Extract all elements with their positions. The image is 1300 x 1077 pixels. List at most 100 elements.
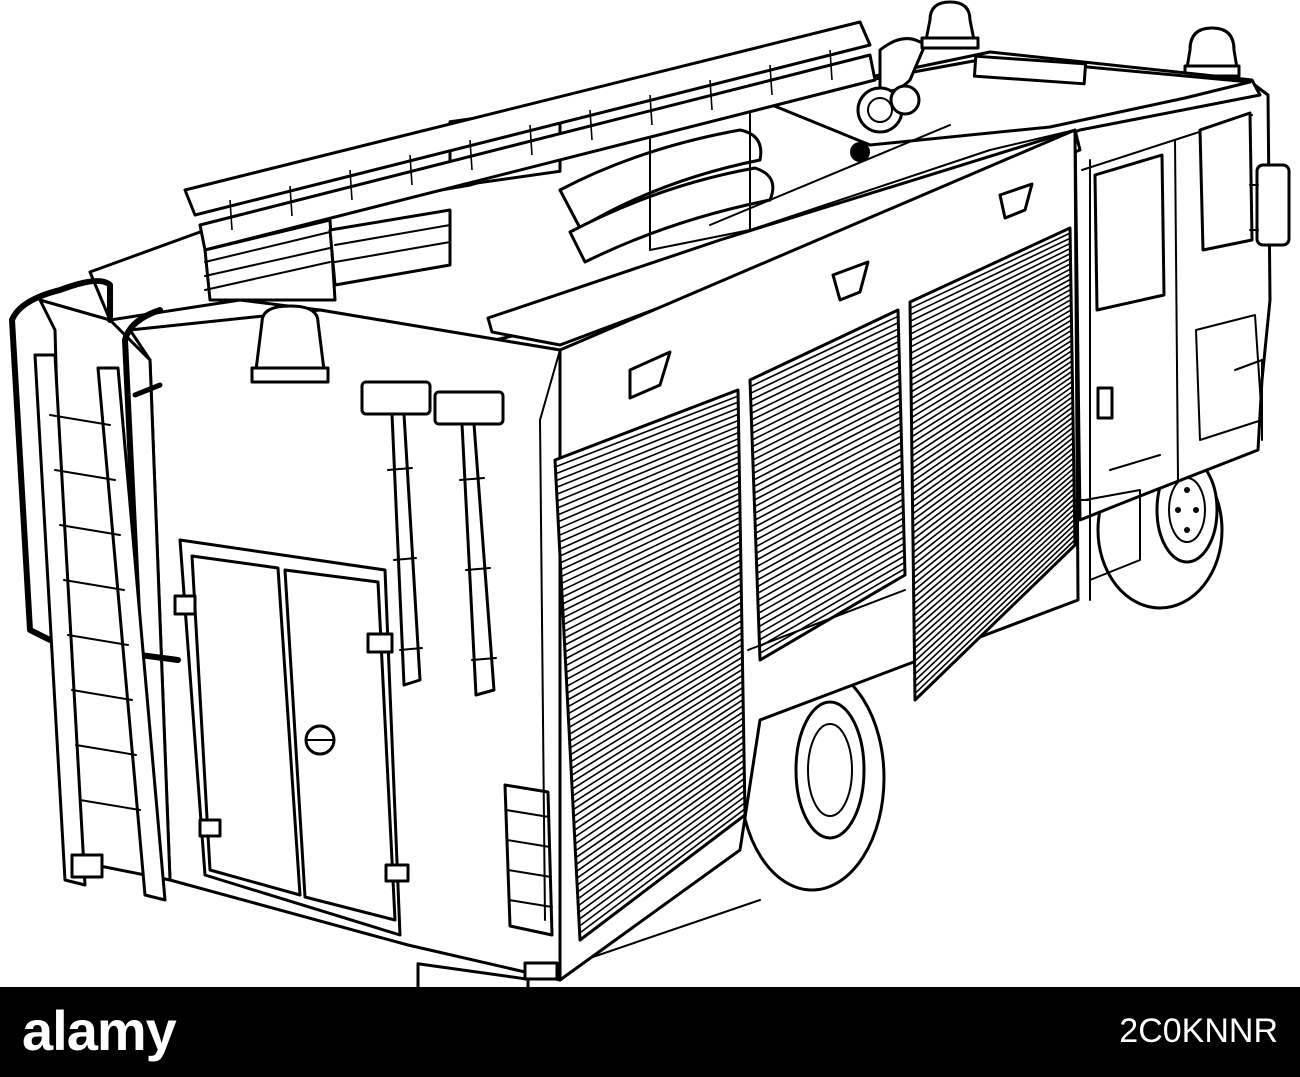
shutter-slat <box>564 559 742 653</box>
shutter-slat <box>912 431 1074 560</box>
shutter-slat <box>913 452 1075 586</box>
shutter-slat <box>568 626 743 729</box>
shutter-slat <box>572 686 744 797</box>
shutter-slat <box>757 511 904 595</box>
shutter-slat <box>566 595 742 694</box>
shutter-slat <box>750 321 899 395</box>
shutter-slat <box>913 477 1075 618</box>
shutter-slat <box>566 589 742 687</box>
shutter-slat <box>913 493 1075 637</box>
shutter-slat <box>561 510 741 598</box>
shutter-slat <box>575 747 745 866</box>
shutter-slat <box>914 518 1076 669</box>
shutter-slat <box>910 288 1072 380</box>
shutter-slat <box>559 474 740 557</box>
shutter-slat <box>556 413 739 489</box>
shutter-slat <box>752 372 901 448</box>
shutter-slat <box>912 437 1074 566</box>
shutter-slat <box>558 456 740 537</box>
side-body <box>539 128 1091 982</box>
shutter-slat <box>911 375 1073 489</box>
shutter-slat <box>752 391 901 468</box>
shutter-slat <box>573 717 744 831</box>
shutter-slat <box>560 492 741 578</box>
shutter-slat <box>573 711 744 825</box>
shutter-slat <box>755 473 903 555</box>
shutter-slat <box>576 759 745 879</box>
shutter-slat <box>578 790 746 914</box>
shutter-slat <box>913 503 1075 650</box>
shutter-slat <box>910 252 1071 335</box>
shutter-slat <box>753 422 902 501</box>
rear-panel <box>9 278 562 987</box>
shutter-slat <box>558 449 740 530</box>
shutter-slat <box>910 314 1072 412</box>
shutter-slat <box>912 442 1074 573</box>
shutter-slat <box>750 328 899 401</box>
shutter-slat <box>912 406 1074 528</box>
shutter-slat <box>910 309 1072 406</box>
shutter-slat <box>913 488 1075 630</box>
shutter-slat <box>911 355 1073 464</box>
shutter-slat <box>571 680 744 790</box>
shutter-slat <box>911 324 1072 425</box>
shutter-slat <box>910 268 1072 355</box>
shutter-slat <box>911 350 1073 457</box>
shutter-slat <box>749 315 899 388</box>
shutter-slat <box>563 534 741 626</box>
shutter-slat <box>557 443 740 523</box>
shutter-slat <box>913 508 1075 656</box>
shutter-slat <box>914 539 1076 695</box>
shutter-slat <box>909 242 1071 322</box>
shutter-slat <box>910 278 1072 367</box>
shutter-slat <box>913 513 1076 663</box>
shutter-slat <box>560 480 740 564</box>
shutter-slat <box>751 359 900 435</box>
shutter-slat <box>909 247 1071 329</box>
shutter-slat <box>758 542 905 628</box>
shutter-slat <box>565 577 742 674</box>
shutter-slat <box>757 530 905 615</box>
shutter-slat <box>557 431 740 509</box>
shutter-slat <box>567 613 743 715</box>
shutter-slat <box>910 257 1071 342</box>
shutter-slat <box>556 425 739 502</box>
shutter-slat <box>567 601 742 701</box>
shutter-slat <box>558 462 740 544</box>
shutter-slat <box>562 522 741 612</box>
shutter-slat <box>913 483 1075 624</box>
shutter-slat <box>577 771 745 893</box>
shutter-slat <box>568 620 743 722</box>
shutter-slat <box>911 334 1073 438</box>
shutter-slat <box>574 735 745 852</box>
shutter-slat <box>910 304 1072 399</box>
shutter-slat <box>910 298 1072 393</box>
shutter-slat <box>569 644 743 749</box>
shutter-slat <box>755 460 903 541</box>
shutter-slat <box>910 293 1072 387</box>
shutter-slat <box>756 492 904 575</box>
shutter-slat <box>574 729 745 845</box>
shutter-slat <box>755 454 903 535</box>
shutter-slat <box>912 421 1074 547</box>
shutter-slat <box>757 517 904 601</box>
shutter-slat <box>909 232 1071 310</box>
shutter-slat <box>910 283 1072 374</box>
shutter-slat <box>561 498 741 585</box>
shutter-slat <box>912 426 1074 553</box>
shutter-slat <box>909 237 1071 316</box>
shutter-slat <box>750 340 900 415</box>
shutter-slat <box>914 529 1076 682</box>
shutter-slat <box>569 650 743 756</box>
shutter-slat <box>754 448 903 528</box>
shutter-slat <box>912 396 1074 515</box>
shutter-slat <box>752 397 901 475</box>
shutter-slat <box>566 583 742 681</box>
shutter-slat <box>757 523 905 608</box>
shutter-slat <box>570 662 743 770</box>
shutter-slat <box>753 403 901 481</box>
shutter-slat <box>754 435 902 515</box>
shutter-slat <box>912 447 1074 579</box>
shutter-slat <box>914 523 1076 675</box>
shutter-slat <box>567 607 742 708</box>
